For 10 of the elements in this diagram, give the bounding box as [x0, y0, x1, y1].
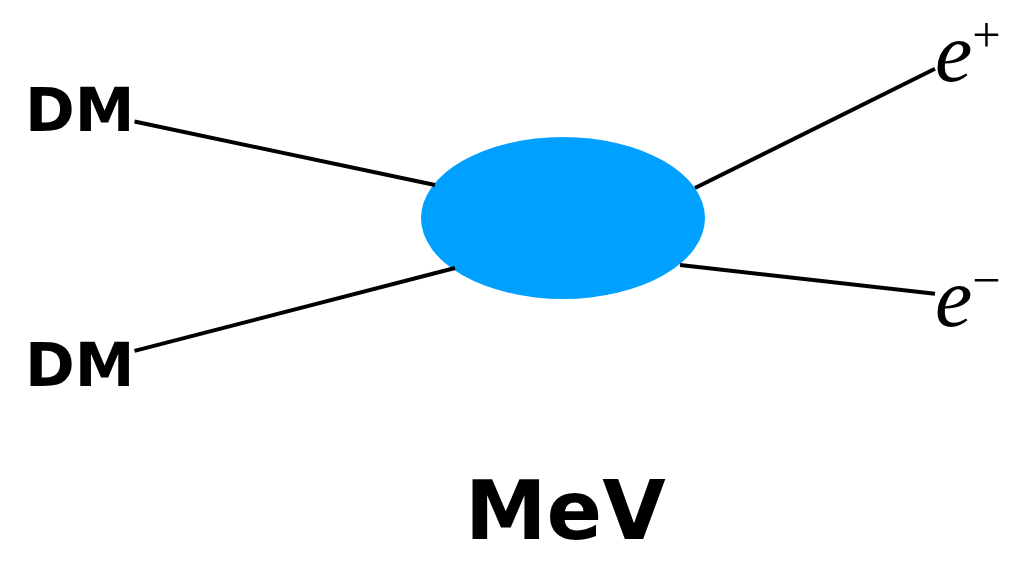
particle-label: DM	[25, 80, 135, 140]
particle-label: DM	[25, 335, 135, 395]
blob	[421, 137, 705, 299]
line	[679, 263, 936, 296]
particle-symbol: e$^{+}$	[935, 10, 1001, 95]
line	[134, 119, 436, 187]
line	[694, 67, 936, 190]
particle-symbol: e$^{−}$	[935, 255, 1001, 340]
line	[134, 266, 456, 353]
caption: MeV	[465, 470, 666, 552]
